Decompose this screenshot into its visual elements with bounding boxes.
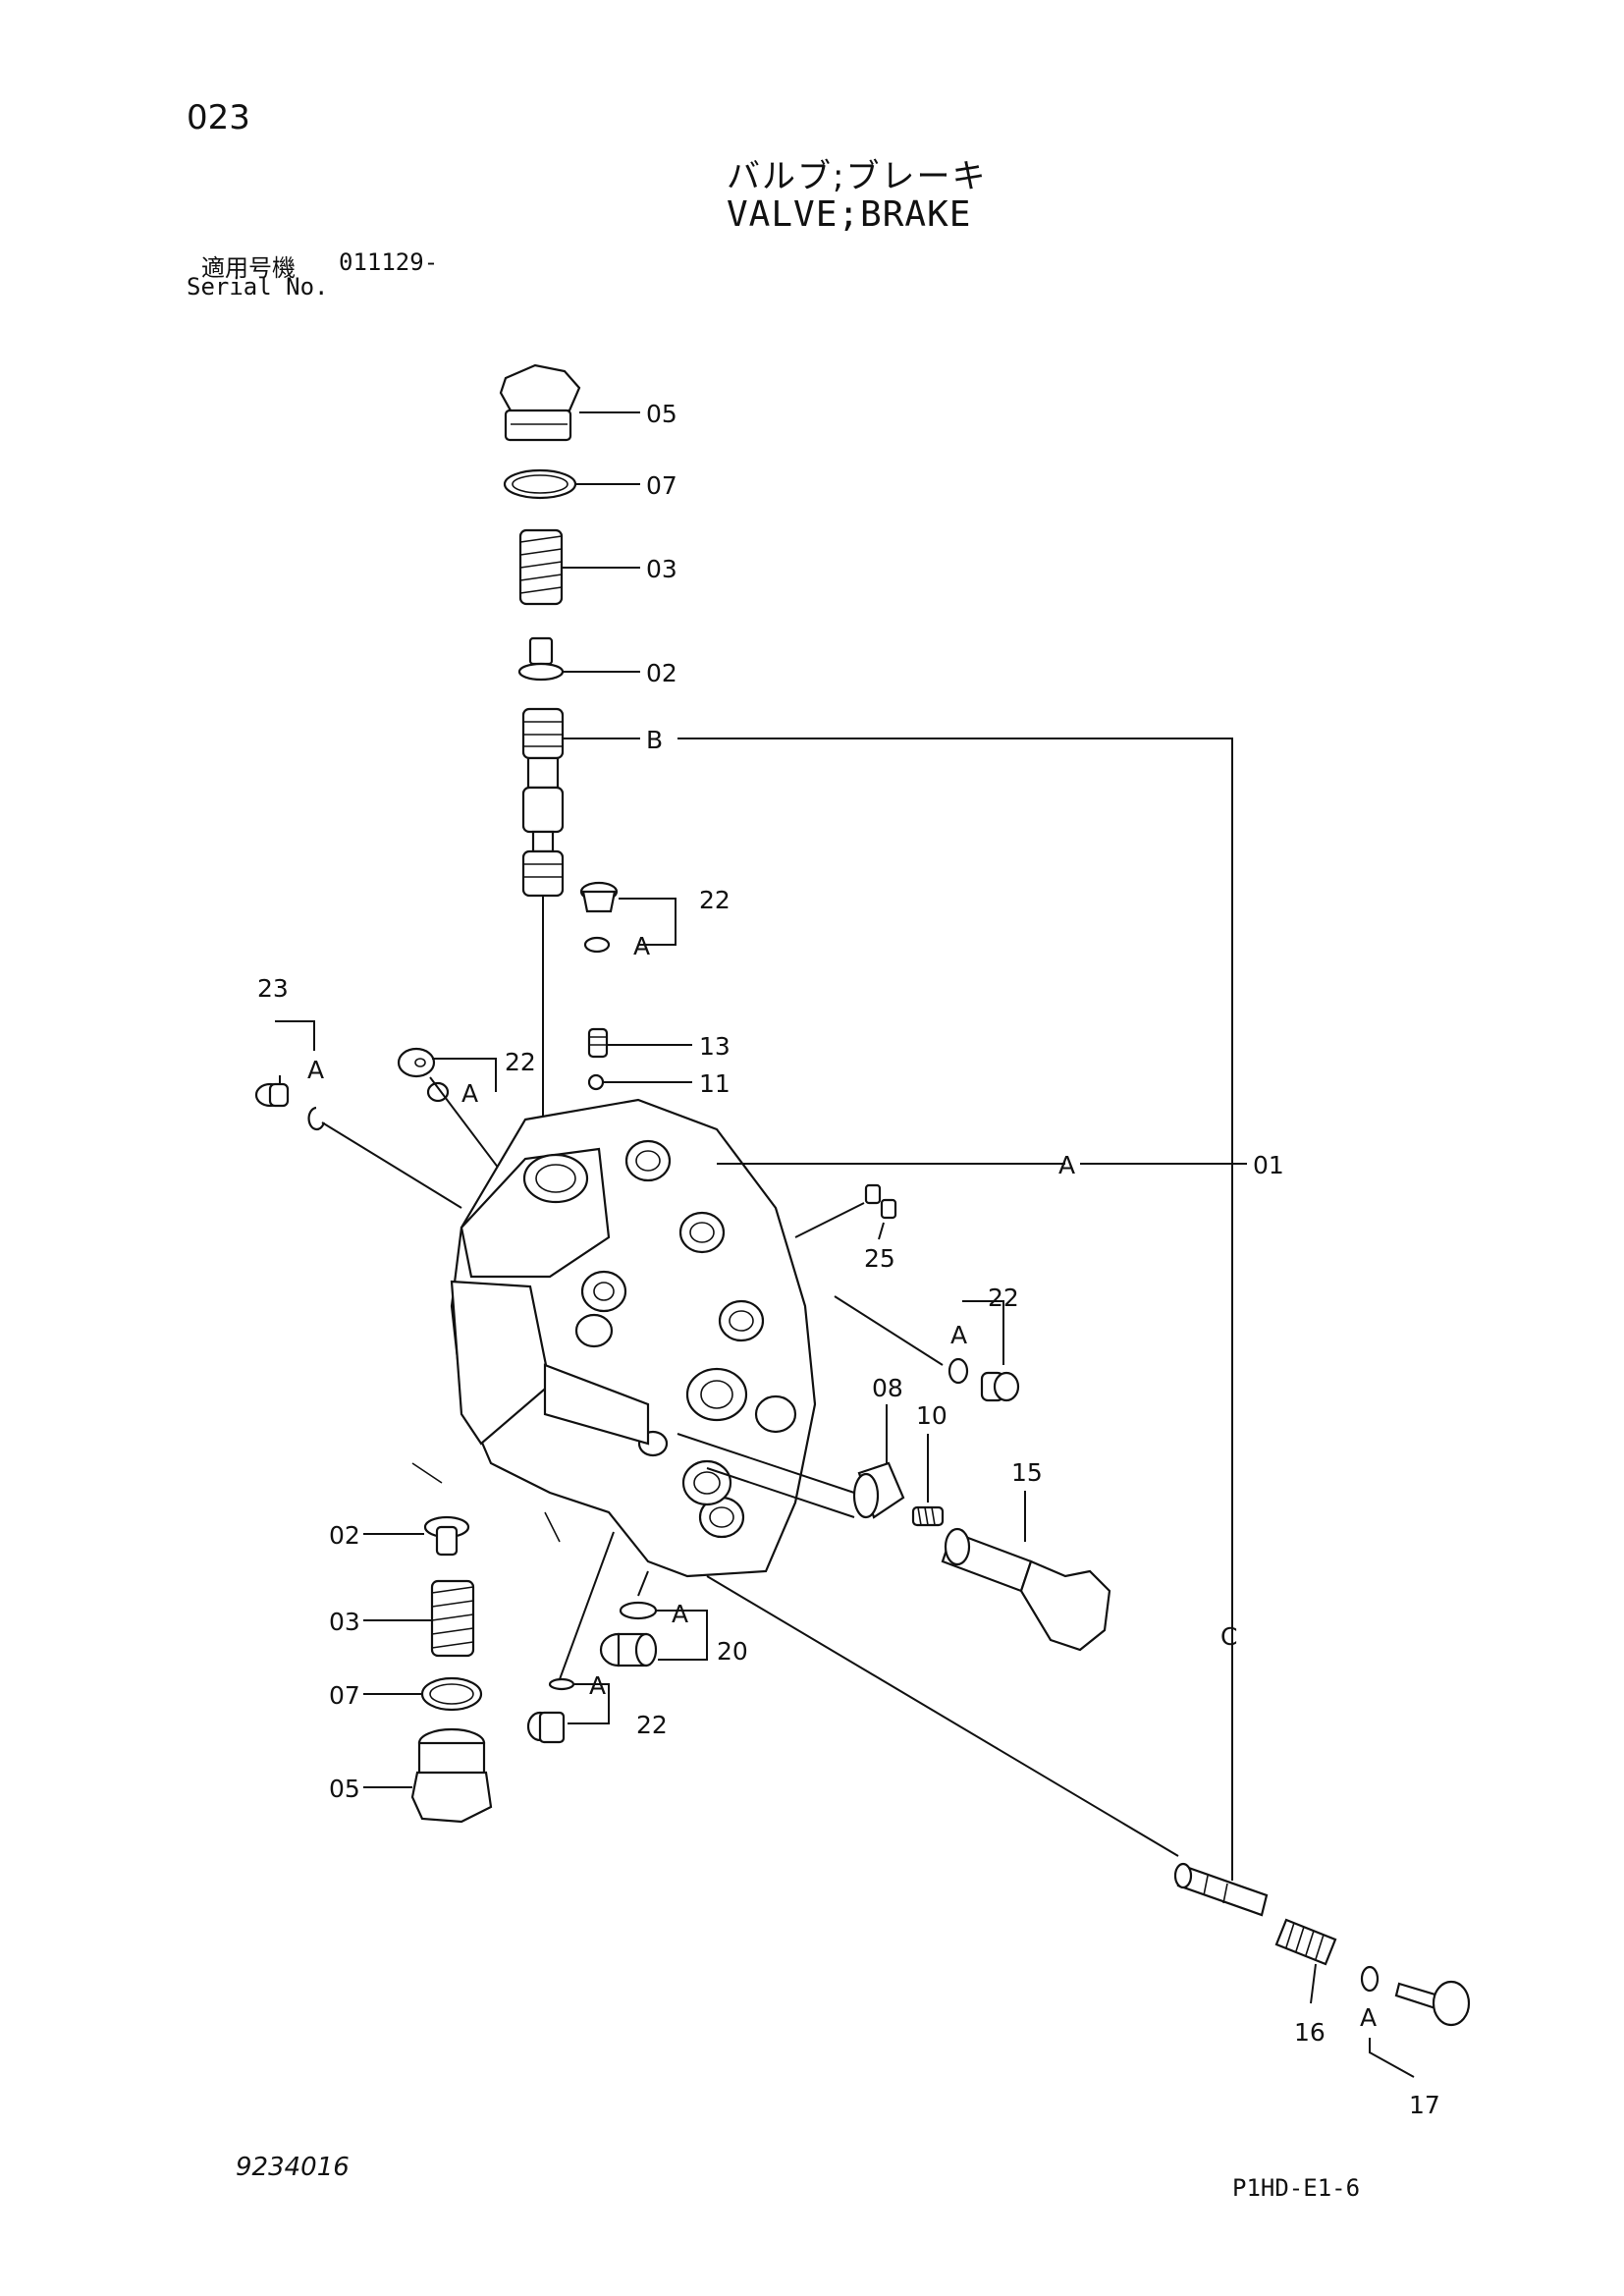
callout-23: 23 xyxy=(257,974,289,1003)
callout-11: 11 xyxy=(699,1069,731,1098)
o-ring-a4 xyxy=(619,1601,658,1620)
callout-a-20: A xyxy=(672,1600,688,1628)
callout-13: 13 xyxy=(699,1032,731,1061)
seat-02-bottom xyxy=(423,1515,470,1557)
callout-b: B xyxy=(646,726,663,754)
callout-15: 15 xyxy=(1011,1458,1043,1487)
serial-label-japanese: 適用号機 xyxy=(201,254,296,282)
callout-17: 17 xyxy=(1409,2091,1440,2119)
sheet-code: P1HD-E1-6 xyxy=(1232,2174,1361,2202)
plug-17 xyxy=(1394,1980,1471,2027)
callout-01: 01 xyxy=(1253,1151,1284,1179)
o-ring-a6 xyxy=(1360,1965,1380,1993)
plug-22-b xyxy=(397,1047,436,1078)
callout-25: 25 xyxy=(864,1244,895,1273)
sleeve-08 xyxy=(852,1461,905,1519)
serial-label-english: Serial No. xyxy=(187,273,329,301)
callout-03-top: 03 xyxy=(646,555,677,583)
callout-05-top: 05 xyxy=(646,400,677,428)
o-ring-a1 xyxy=(583,936,611,954)
callout-a-3: A xyxy=(950,1321,967,1349)
spool-top xyxy=(521,707,565,898)
seat-02-top xyxy=(517,636,565,682)
plug-15 xyxy=(941,1527,1111,1652)
ball-11 xyxy=(587,1073,605,1091)
spring-03-bottom xyxy=(430,1579,475,1658)
spring-16 xyxy=(1274,1918,1337,1966)
plug-22-d xyxy=(526,1711,566,1744)
callout-10: 10 xyxy=(916,1401,947,1430)
callout-a-4: A xyxy=(589,1671,606,1700)
callout-22-b: 22 xyxy=(505,1048,536,1076)
callout-20: 20 xyxy=(717,1637,748,1666)
plug-22-a xyxy=(579,881,619,913)
spring-03-top xyxy=(518,528,564,606)
o-ring-07-bottom xyxy=(420,1676,483,1712)
callout-08: 08 xyxy=(872,1374,903,1402)
callout-a-01: A xyxy=(1058,1151,1075,1179)
callout-a-2: A xyxy=(461,1079,478,1108)
callout-07-top: 07 xyxy=(646,471,677,500)
o-ring-23 xyxy=(307,1106,326,1131)
plug-05-top xyxy=(499,363,581,442)
serial-number-value: 011129- xyxy=(339,248,439,276)
title-japanese: バルブ;ブレーキ xyxy=(727,157,988,196)
callout-a-23: A xyxy=(307,1056,324,1084)
callout-05-bottom: 05 xyxy=(329,1775,360,1803)
callout-22-d: 22 xyxy=(636,1711,668,1739)
spring-10 xyxy=(911,1505,945,1527)
pin-25 xyxy=(864,1183,897,1220)
callout-22-c: 22 xyxy=(988,1284,1019,1312)
callout-c: C xyxy=(1220,1622,1237,1651)
plug-05-bottom xyxy=(410,1727,493,1824)
page-number: 023 xyxy=(187,98,250,137)
callout-16: 16 xyxy=(1294,2018,1326,2047)
callout-03-bottom: 03 xyxy=(329,1608,360,1636)
o-ring-a3 xyxy=(947,1357,969,1385)
document-number: 9234016 xyxy=(236,2153,350,2182)
plug-23 xyxy=(254,1082,290,1108)
spool-bottom xyxy=(1173,1862,1269,1917)
callout-a-1: A xyxy=(633,932,650,960)
title-english: VALVE;BRAKE xyxy=(727,194,972,235)
callout-02-top: 02 xyxy=(646,659,677,687)
valve-body-01 xyxy=(411,1098,817,1578)
callout-02-bottom: 02 xyxy=(329,1521,360,1550)
callout-07-bottom: 07 xyxy=(329,1681,360,1710)
callout-a-17: A xyxy=(1360,2003,1377,2032)
o-ring-a5 xyxy=(548,1677,575,1691)
plug-20 xyxy=(599,1632,658,1667)
o-ring-a2 xyxy=(426,1081,450,1103)
callout-22-a: 22 xyxy=(699,886,731,914)
orifice-13 xyxy=(587,1027,609,1059)
plug-22-c xyxy=(980,1371,1020,1402)
